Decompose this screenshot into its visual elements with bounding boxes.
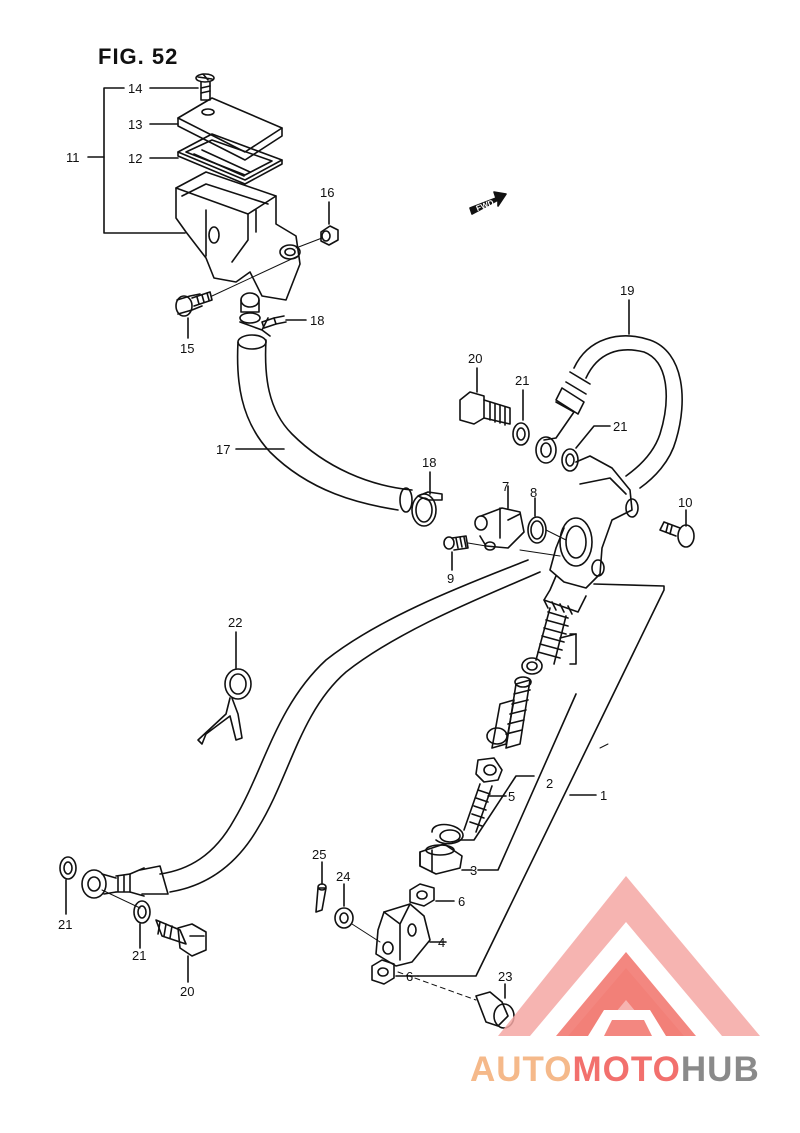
part-9-screw	[443, 535, 469, 551]
part-2-piston-cup	[521, 657, 543, 675]
part-5-push-rod	[463, 757, 503, 833]
part-2-piston	[486, 676, 532, 749]
leader-21b	[575, 425, 611, 449]
callout-20-top: 20	[468, 351, 483, 366]
part-17-hose	[236, 334, 413, 513]
banjo-fitting-bottom	[81, 869, 117, 899]
part-10-bolt	[659, 521, 695, 548]
part-18-hose-clamp	[411, 491, 443, 527]
part-21-washer-top-a	[512, 422, 530, 446]
part-21-washer-bottom-a	[59, 856, 77, 880]
callout-21-top-b: 21	[613, 419, 628, 434]
figure-title: FIG. 52	[98, 44, 179, 69]
part-21-washer-bottom-b	[133, 900, 151, 924]
part-25-cotter-pin	[315, 883, 327, 913]
callout-20-bottom: 20	[180, 984, 195, 999]
watermark-brand: AUTOMOTOHUB	[470, 1050, 760, 1090]
fwd-arrow	[469, 191, 507, 215]
part-21-lower-brake-hose	[115, 559, 541, 897]
callout-21-bottom-a: 21	[58, 917, 73, 932]
callout-18-clamp: 18	[422, 455, 437, 470]
callout-6-lower: 6	[406, 969, 414, 984]
callout-6-upper: 6	[458, 894, 466, 909]
brand-part-auto: AUTO	[470, 1050, 573, 1089]
callout-17: 17	[216, 442, 231, 457]
part-20-banjo-bolt-top	[459, 391, 511, 426]
callout-22: 22	[228, 615, 243, 630]
brand-part-hub: HUB	[680, 1050, 760, 1089]
part-3-boot	[419, 843, 463, 875]
part-hose-fitting	[239, 292, 271, 337]
callout-8: 8	[530, 485, 538, 500]
brand-part-moto: MOTO	[572, 1050, 681, 1089]
callout-5: 5	[508, 789, 516, 804]
callout-10: 10	[678, 495, 693, 510]
callout-21-top-a: 21	[515, 373, 530, 388]
leader-2	[457, 775, 535, 841]
part-6-nut-upper	[409, 883, 435, 907]
part-22-clip	[197, 668, 252, 745]
leader-3-up	[477, 693, 577, 871]
part-2-piston-spring	[535, 607, 569, 665]
part-1-master-cylinder-body	[543, 455, 639, 615]
callout-18-top: 18	[310, 313, 325, 328]
part-7-fitting	[474, 507, 525, 551]
part-23-pin	[475, 991, 515, 1029]
callout-2: 2	[546, 776, 554, 791]
part-13-cap	[177, 97, 283, 161]
part-15-bolt	[175, 291, 213, 317]
callout-7: 7	[502, 479, 510, 494]
callout-1: 1	[600, 788, 608, 803]
callout-24: 24	[336, 869, 351, 884]
callout-14: 14	[128, 81, 143, 96]
callout-13: 13	[128, 117, 143, 132]
part-20-banjo-bolt-bottom	[155, 919, 207, 957]
part-8-o-ring	[527, 516, 547, 544]
part-24-washer	[334, 907, 354, 929]
part-6-nut-lower	[371, 959, 395, 985]
callout-25: 25	[312, 847, 327, 862]
callout-4: 4	[438, 935, 446, 950]
banjo-fitting-top	[535, 401, 575, 464]
callout-11: 11	[66, 150, 80, 165]
part-19-brake-hose	[555, 335, 683, 489]
callout-19: 19	[620, 283, 635, 298]
part-12-diaphragm	[177, 133, 283, 185]
callout-21-bottom-b: 21	[132, 948, 147, 963]
callout-15: 15	[180, 341, 195, 356]
callout-12: 12	[128, 151, 143, 166]
part-3-circlip	[431, 823, 464, 845]
callout-9: 9	[447, 571, 455, 586]
part-11-reservoir-body	[175, 171, 301, 301]
callout-3: 3	[470, 863, 478, 878]
callout-16: 16	[320, 185, 335, 200]
callout-23: 23	[498, 969, 513, 984]
bracket-1	[417, 583, 665, 977]
watermark-logo-mark	[498, 876, 760, 1036]
part-18-screw-top	[261, 315, 287, 329]
bracket-11	[103, 87, 186, 234]
part-16-nut	[320, 225, 339, 246]
part-21-washer-top-b	[561, 448, 579, 472]
part-4-clevis	[375, 903, 431, 967]
part-14-screw	[195, 73, 215, 101]
